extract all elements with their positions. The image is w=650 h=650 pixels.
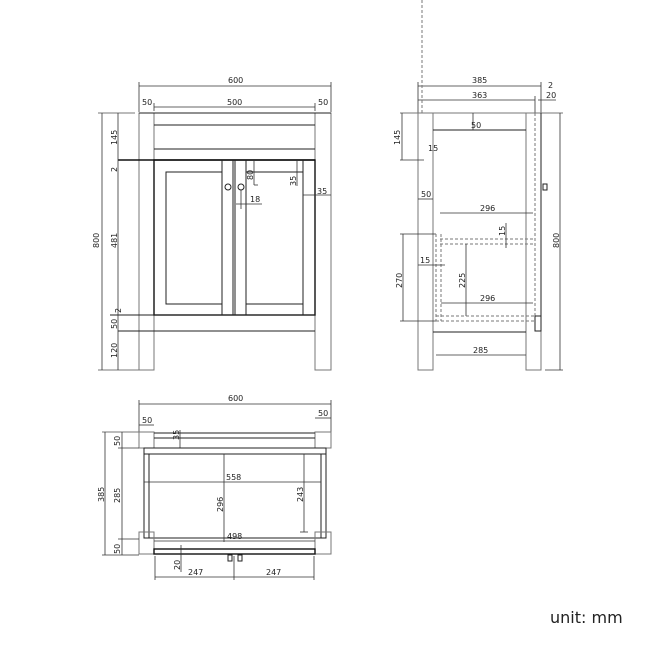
door-frame-stile: 35 xyxy=(289,176,298,186)
front-right-leg: 50 xyxy=(318,98,328,107)
top-door-width-total: 498 xyxy=(227,532,242,541)
top-right-leg: 50 xyxy=(318,409,328,418)
side-shelf-depth-top: 296 xyxy=(480,204,495,213)
side-top-rail: 145 xyxy=(393,130,402,145)
top-inner-width: 558 xyxy=(226,473,241,482)
front-left-leg: 50 xyxy=(142,98,152,107)
front-height-total: 800 xyxy=(92,233,101,248)
top-back-rail-thickness: 35 xyxy=(172,430,181,440)
front-top-rail: 145 xyxy=(110,130,119,145)
side-panel-thickness: 15 xyxy=(420,256,430,265)
top-width-total: 600 xyxy=(228,394,243,403)
front-door-height: 481 xyxy=(110,233,119,248)
top-door-right: 247 xyxy=(266,568,281,577)
front-inner-width: 500 xyxy=(227,98,242,107)
front-gap-bottom: 2 xyxy=(114,308,123,313)
top-inner-depth-side: 243 xyxy=(296,487,305,502)
top-left-leg: 50 xyxy=(142,416,152,425)
top-view: 600 50 50 35 558 296 243 498 20 xyxy=(97,394,332,580)
side-depth-inner: 363 xyxy=(472,91,487,100)
door-knob-side-icon xyxy=(542,183,548,191)
side-stile: 35 xyxy=(317,187,327,196)
door-knob-top-right-icon xyxy=(237,554,243,562)
front-leg-height: 120 xyxy=(110,343,119,358)
side-leg-width: 50 xyxy=(421,190,431,199)
side-shelf-area-height: 270 xyxy=(395,273,404,288)
front-bottom-rail: 50 xyxy=(110,319,119,329)
top-back-rail: 50 xyxy=(113,436,122,446)
side-panel-thickness-top: 15 xyxy=(428,144,438,153)
knob-offset: 18 xyxy=(250,195,260,204)
side-shelf-clearance: 225 xyxy=(458,273,467,288)
side-bottom-rail-depth: 285 xyxy=(473,346,488,355)
top-front-rail: 50 xyxy=(113,544,122,554)
top-door-thickness: 20 xyxy=(173,560,182,570)
door-knob-left-icon xyxy=(224,183,232,191)
side-view: 385 2 363 20 50 145 15 50 296 15 270 xyxy=(393,0,563,371)
front-view: 600 50 500 50 800 145 2 4 xyxy=(92,76,332,371)
unit-label: unit: mm xyxy=(550,608,623,627)
side-gap: 2 xyxy=(548,81,553,90)
top-door-left: 247 xyxy=(188,568,203,577)
side-shelf-depth-bottom: 296 xyxy=(480,294,495,303)
top-inner-depth-center: 296 xyxy=(216,497,225,512)
side-shelf-thickness: 15 xyxy=(498,226,507,236)
door-frame-top: 80 xyxy=(246,170,255,180)
front-width-total: 600 xyxy=(228,76,243,85)
top-depth-total: 385 xyxy=(97,487,106,502)
door-knob-right-icon xyxy=(237,183,245,191)
door-knob-top-left-icon xyxy=(227,554,233,562)
side-height-total: 800 xyxy=(552,233,561,248)
side-depth-total: 385 xyxy=(472,76,487,85)
top-inner-depth: 285 xyxy=(113,488,122,503)
front-gap-top: 2 xyxy=(110,167,119,172)
side-door-thickness: 20 xyxy=(546,91,556,100)
side-rail-height: 50 xyxy=(471,121,481,130)
